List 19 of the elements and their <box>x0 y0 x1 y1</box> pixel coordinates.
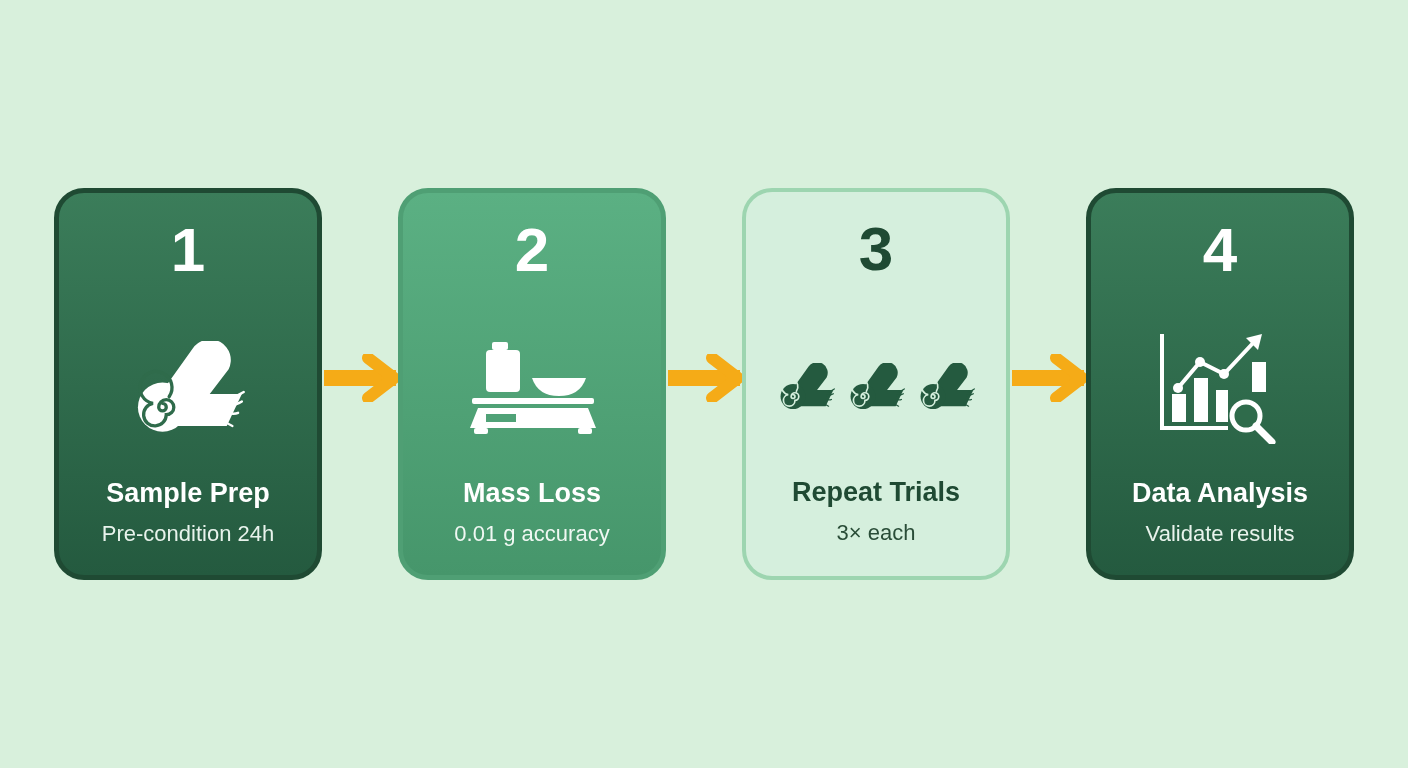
step-number: 1 <box>170 219 206 281</box>
arrow <box>1012 352 1088 404</box>
step-card <box>742 188 1010 580</box>
arrow <box>668 352 744 404</box>
step-description: 3× each <box>836 519 916 547</box>
step-description: Validate results <box>1145 520 1295 548</box>
step-title: Repeat Trials <box>791 476 961 509</box>
step-number: 3 <box>858 218 894 280</box>
step-card <box>1086 188 1354 580</box>
step-card <box>398 188 666 580</box>
arrow <box>324 352 400 404</box>
step-card <box>54 188 322 580</box>
step-description: 0.01 g accuracy <box>454 520 610 548</box>
step-title: Sample Prep <box>106 477 270 510</box>
step-title: Mass Loss <box>462 477 602 510</box>
step-number: 2 <box>514 219 550 281</box>
step-title: Data Analysis <box>1131 477 1309 510</box>
step-number: 4 <box>1202 219 1238 281</box>
step-description: Pre-condition 24h <box>101 520 275 548</box>
